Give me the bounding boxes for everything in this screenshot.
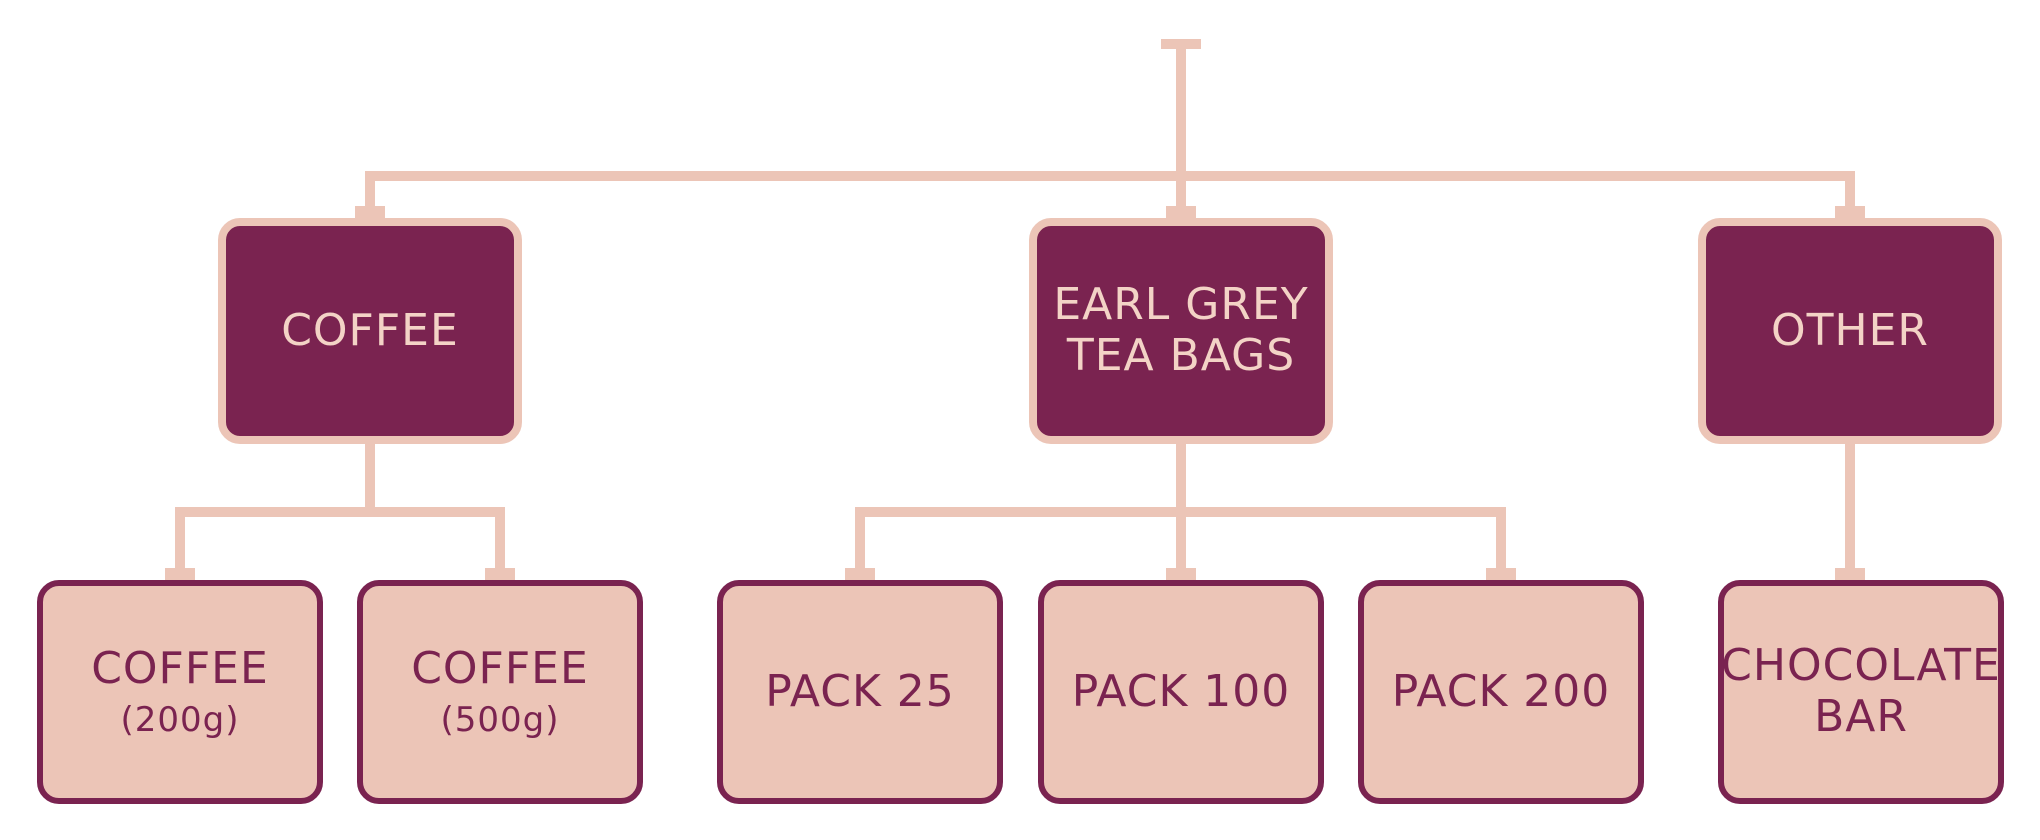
connector-tab [1486,568,1516,580]
connector-tab [1166,206,1196,218]
category-label-line: EARL GREY [1053,279,1309,331]
item-label-sub: (200g) [120,699,240,740]
category-other[interactable]: OTHER [1698,218,2002,444]
item-pack-100[interactable]: PACK 100 [1038,580,1324,804]
item-label-sub: (500g) [440,699,560,740]
connector-tab [355,206,385,218]
connector-tab [1835,206,1865,218]
item-label-line: COFFEE [91,643,269,695]
connector-tab [1166,568,1196,580]
category-label-line: OTHER [1771,304,1929,356]
item-label-line: PACK 100 [1071,665,1291,717]
connector-tab [485,568,515,580]
item-coffee-500g[interactable]: COFFEE (500g) [357,580,643,804]
item-pack-25[interactable]: PACK 25 [717,580,1003,804]
item-label-line: COFFEE [411,643,589,695]
connector-tab [845,568,875,580]
connector-tab [1835,568,1865,580]
item-chocolate-bar[interactable]: CHOCOLATE BAR [1718,580,2004,804]
item-label-line: PACK 25 [765,665,955,717]
category-coffee[interactable]: COFFEE [218,218,522,444]
item-pack-200[interactable]: PACK 200 [1358,580,1644,804]
item-coffee-200g[interactable]: COFFEE (200g) [37,580,323,804]
item-label-line: BAR [1814,691,1908,742]
connector-tab [165,568,195,580]
category-label-line: COFFEE [281,304,459,356]
category-label-line: TEA BAGS [1066,330,1296,381]
item-label-line: CHOCOLATE [1721,640,2001,692]
item-label-line: PACK 200 [1391,665,1611,717]
category-earl-grey-tea-bags[interactable]: EARL GREY TEA BAGS [1029,218,1333,444]
